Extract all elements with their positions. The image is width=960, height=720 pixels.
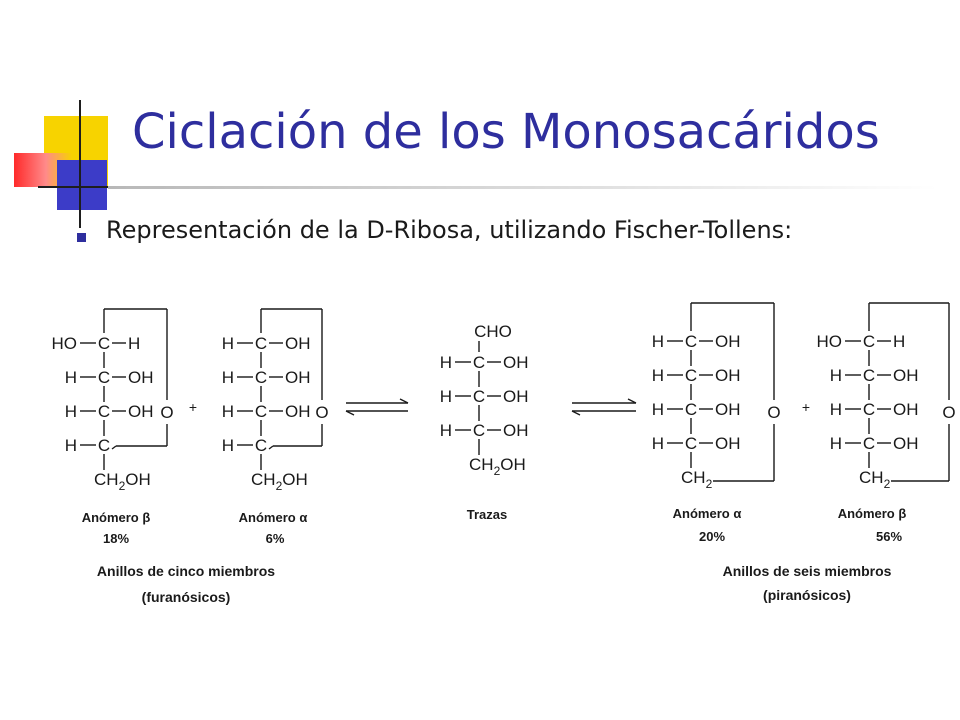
carbon-atom: C: [98, 402, 110, 421]
right-substituent: OH: [503, 421, 529, 440]
carbon-atom: C: [98, 436, 110, 455]
right-substituent: OH: [893, 434, 919, 453]
left-substituent: H: [65, 436, 77, 455]
bottom-group: CH2: [681, 468, 713, 491]
carbon-atom: C: [473, 353, 485, 372]
plus-sign-furanose: +: [189, 399, 197, 415]
carbon-atom: C: [685, 366, 697, 385]
anomer-percent: 6%: [266, 531, 285, 546]
right-substituent: OH: [128, 402, 154, 421]
anomer-percent: 18%: [103, 531, 129, 546]
carbon-atom: C: [255, 436, 267, 455]
ring-oxygen: O: [942, 403, 955, 422]
furanose-group-sublabel: (furanósicos): [142, 589, 231, 605]
bottom-group: CH2OH: [469, 455, 526, 478]
furanose-group-label: Anillos de cinco miembros: [97, 563, 275, 579]
left-substituent: H: [652, 366, 664, 385]
right-substituent: OH: [715, 434, 741, 453]
anomer-caption: Anómero β: [838, 506, 907, 521]
anomer-caption: Anómero α: [239, 510, 308, 525]
carbon-atom: C: [255, 334, 267, 353]
left-substituent: H: [222, 334, 234, 353]
left-substituent: H: [222, 402, 234, 421]
right-substituent: OH: [715, 332, 741, 351]
right-substituent: OH: [503, 353, 529, 372]
plus-sign-pyranose: +: [802, 399, 810, 415]
left-substituent: H: [830, 366, 842, 385]
anomer-caption: Anómero β: [82, 510, 151, 525]
decor-vertical-line: [79, 100, 81, 228]
bullet-text: Representación de la D-Ribosa, utilizand…: [106, 216, 793, 244]
left-substituent: H: [440, 387, 452, 406]
ring-bond: [111, 445, 117, 450]
title-underline: [108, 186, 938, 189]
left-substituent: H: [652, 332, 664, 351]
ring-oxygen: O: [767, 403, 780, 422]
right-substituent: OH: [285, 402, 311, 421]
left-substituent: H: [222, 436, 234, 455]
bullet-square-icon: [77, 233, 86, 242]
anomer-caption: Anómero α: [673, 506, 742, 521]
right-substituent: OH: [285, 334, 311, 353]
slide-title: Ciclación de los Monosacáridos: [132, 104, 880, 160]
pyranose-group-label: Anillos de seis miembros: [723, 563, 892, 579]
carbon-atom: C: [685, 434, 697, 453]
ring-oxygen: O: [315, 403, 328, 422]
left-substituent: HO: [817, 332, 843, 351]
left-substituent: H: [830, 434, 842, 453]
right-substituent: H: [893, 332, 905, 351]
right-substituent: OH: [715, 366, 741, 385]
anomer-percent: 56%: [876, 529, 902, 544]
carbon-atom: C: [685, 400, 697, 419]
carbon-atom: C: [255, 402, 267, 421]
decor-horizontal-line: [38, 186, 108, 188]
right-substituent: OH: [128, 368, 154, 387]
left-substituent: H: [440, 421, 452, 440]
left-substituent: H: [65, 402, 77, 421]
bottom-group: CH2OH: [251, 470, 308, 493]
equilibrium-arrow-left: [345, 398, 409, 416]
left-substituent: H: [830, 400, 842, 419]
carbon-atom: C: [685, 332, 697, 351]
left-substituent: HO: [52, 334, 78, 353]
fischer-structure-open-chain: CHO C H OH C H OH C H OH CH2OH Trazas: [440, 322, 529, 522]
right-substituent: OH: [893, 400, 919, 419]
anomer-caption: Trazas: [467, 507, 507, 522]
fischer-structure-furanose-alpha: C H OH C H OH C H OH C H CH2OH O Anómero α 6%: [222, 308, 329, 546]
right-substituent: OH: [893, 366, 919, 385]
ring-oxygen: O: [160, 403, 173, 422]
carbon-atom: C: [863, 434, 875, 453]
carbon-atom: C: [863, 400, 875, 419]
right-substituent: OH: [503, 387, 529, 406]
decor-blue-square: [57, 160, 107, 210]
right-substituent: OH: [715, 400, 741, 419]
aldehyde-group: CHO: [474, 322, 512, 341]
carbon-atom: C: [473, 387, 485, 406]
right-substituent: H: [128, 334, 140, 353]
equilibrium-arrow-right: [571, 398, 637, 416]
left-substituent: H: [222, 368, 234, 387]
pyranose-group-sublabel: (piranósicos): [763, 587, 851, 603]
anomer-percent: 20%: [699, 529, 725, 544]
left-substituent: H: [440, 353, 452, 372]
left-substituent: H: [652, 434, 664, 453]
carbon-atom: C: [863, 366, 875, 385]
carbon-atom: C: [473, 421, 485, 440]
left-substituent: H: [652, 400, 664, 419]
ring-bond: [268, 445, 274, 450]
carbon-atom: C: [98, 368, 110, 387]
left-substituent: H: [65, 368, 77, 387]
bottom-group: CH2OH: [94, 470, 151, 493]
carbon-atom: C: [98, 334, 110, 353]
bottom-group: CH2: [859, 468, 891, 491]
carbon-atom: C: [255, 368, 267, 387]
carbon-atom: C: [863, 332, 875, 351]
right-substituent: OH: [285, 368, 311, 387]
